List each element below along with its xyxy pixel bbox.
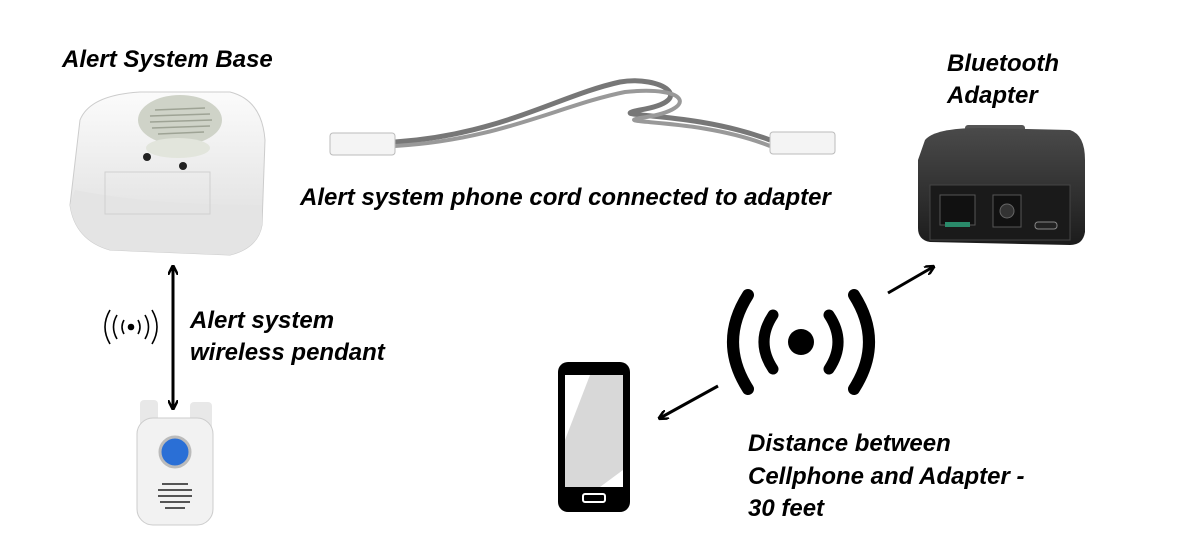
pendant-device	[136, 400, 214, 526]
smartphone-icon	[558, 362, 630, 512]
wireless-signal-icon	[104, 309, 158, 345]
cord-label: Alert system phone cord connected to ada…	[300, 184, 831, 211]
broadcast-signal-icon	[727, 289, 875, 395]
adapter-label-line1: Bluetooth	[947, 50, 1059, 77]
arrow-to-adapter	[887, 267, 933, 295]
pendant-label-line2: wireless pendant	[190, 339, 385, 366]
phone-cord	[329, 78, 836, 156]
arrow-to-phone	[660, 384, 719, 418]
bluetooth-adapter-device	[918, 125, 1085, 245]
pendant-label-line1: Alert system	[190, 307, 335, 334]
distance-label-line3: 30 feet	[748, 495, 825, 522]
distance-label-line2: Cellphone and Adapter -	[748, 463, 1025, 490]
distance-label-line1: Distance between	[748, 430, 951, 457]
base-label: Alert System Base	[62, 46, 273, 73]
adapter-label-line2: Adapter	[947, 82, 1038, 109]
alert-base-device	[69, 91, 266, 256]
